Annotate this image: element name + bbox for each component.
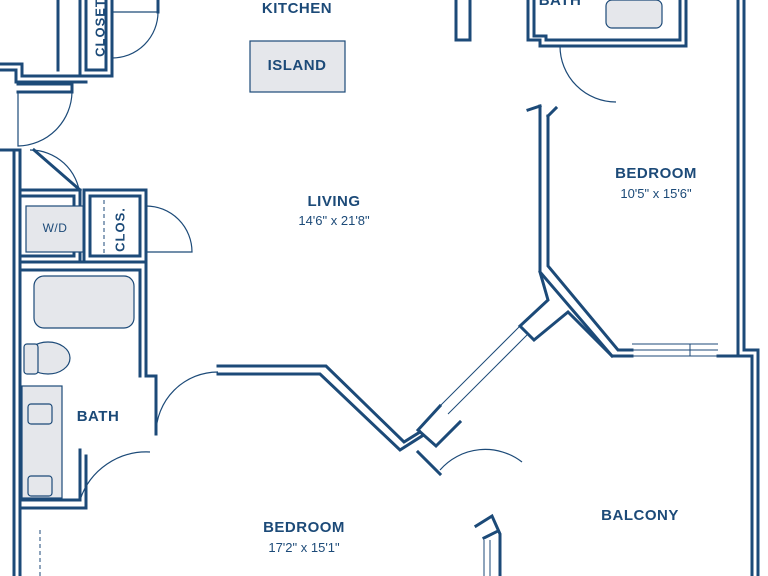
sink-top: [27, 403, 53, 425]
bedroom-right-walls: [526, 104, 634, 358]
bedroom-right-window: [632, 343, 718, 357]
living-dimensions: 14'6" x 21'8": [298, 213, 370, 228]
closet-top-label: CLOSET: [92, 0, 108, 57]
outer-wall-right: [736, 0, 754, 576]
sink-bottom: [27, 475, 53, 497]
kitchen-stub-wall: [454, 0, 472, 42]
bedroom-bottom-label: BEDROOM: [263, 519, 345, 536]
laundry-label: W/D: [42, 221, 68, 235]
balcony-label: BALCONY: [601, 507, 679, 524]
bathtub: [33, 275, 135, 329]
center-partition-walls: [415, 270, 615, 449]
washer-dryer: [25, 205, 85, 253]
closet-small-label: CLOS.: [112, 207, 128, 252]
bedroom-right-dimensions: 10'5" x 15'6": [620, 186, 692, 201]
bedroom-right-label: BEDROOM: [615, 165, 697, 182]
living-label: LIVING: [307, 193, 361, 210]
bath-top-walls: [526, 0, 688, 48]
outer-wall-left: [0, 148, 16, 576]
entry-door-swing[interactable]: [17, 91, 73, 147]
bath-label: BATH: [76, 408, 120, 425]
closet-small-door-swing[interactable]: [145, 205, 193, 253]
closet-door-swing[interactable]: [111, 11, 159, 59]
bath-top-label: BATH: [538, 0, 582, 9]
kitchen-label: KITCHEN: [261, 0, 333, 17]
outer-wall-left-inner: [4, 148, 22, 576]
laundry-area: [18, 147, 85, 264]
bedroom-bottom-door-swing[interactable]: [439, 448, 523, 471]
outer-wall-right-inner: [742, 0, 760, 576]
balcony-door[interactable]: [473, 513, 502, 576]
bedroom-bottom-dimensions: 17'2" x 15'1": [268, 540, 340, 555]
bath-top-door-swing[interactable]: [559, 45, 617, 103]
kitchen-island: [249, 40, 346, 93]
bath-door-swing[interactable]: [155, 371, 219, 435]
island-label: ISLAND: [267, 57, 327, 74]
closet-top-walls: [0, 0, 114, 84]
bedroom-bottom-walls: [216, 364, 443, 477]
bath-lower-door-swing[interactable]: [79, 451, 151, 501]
entry-wall: [16, 82, 74, 94]
toilet-tank: [23, 343, 39, 375]
